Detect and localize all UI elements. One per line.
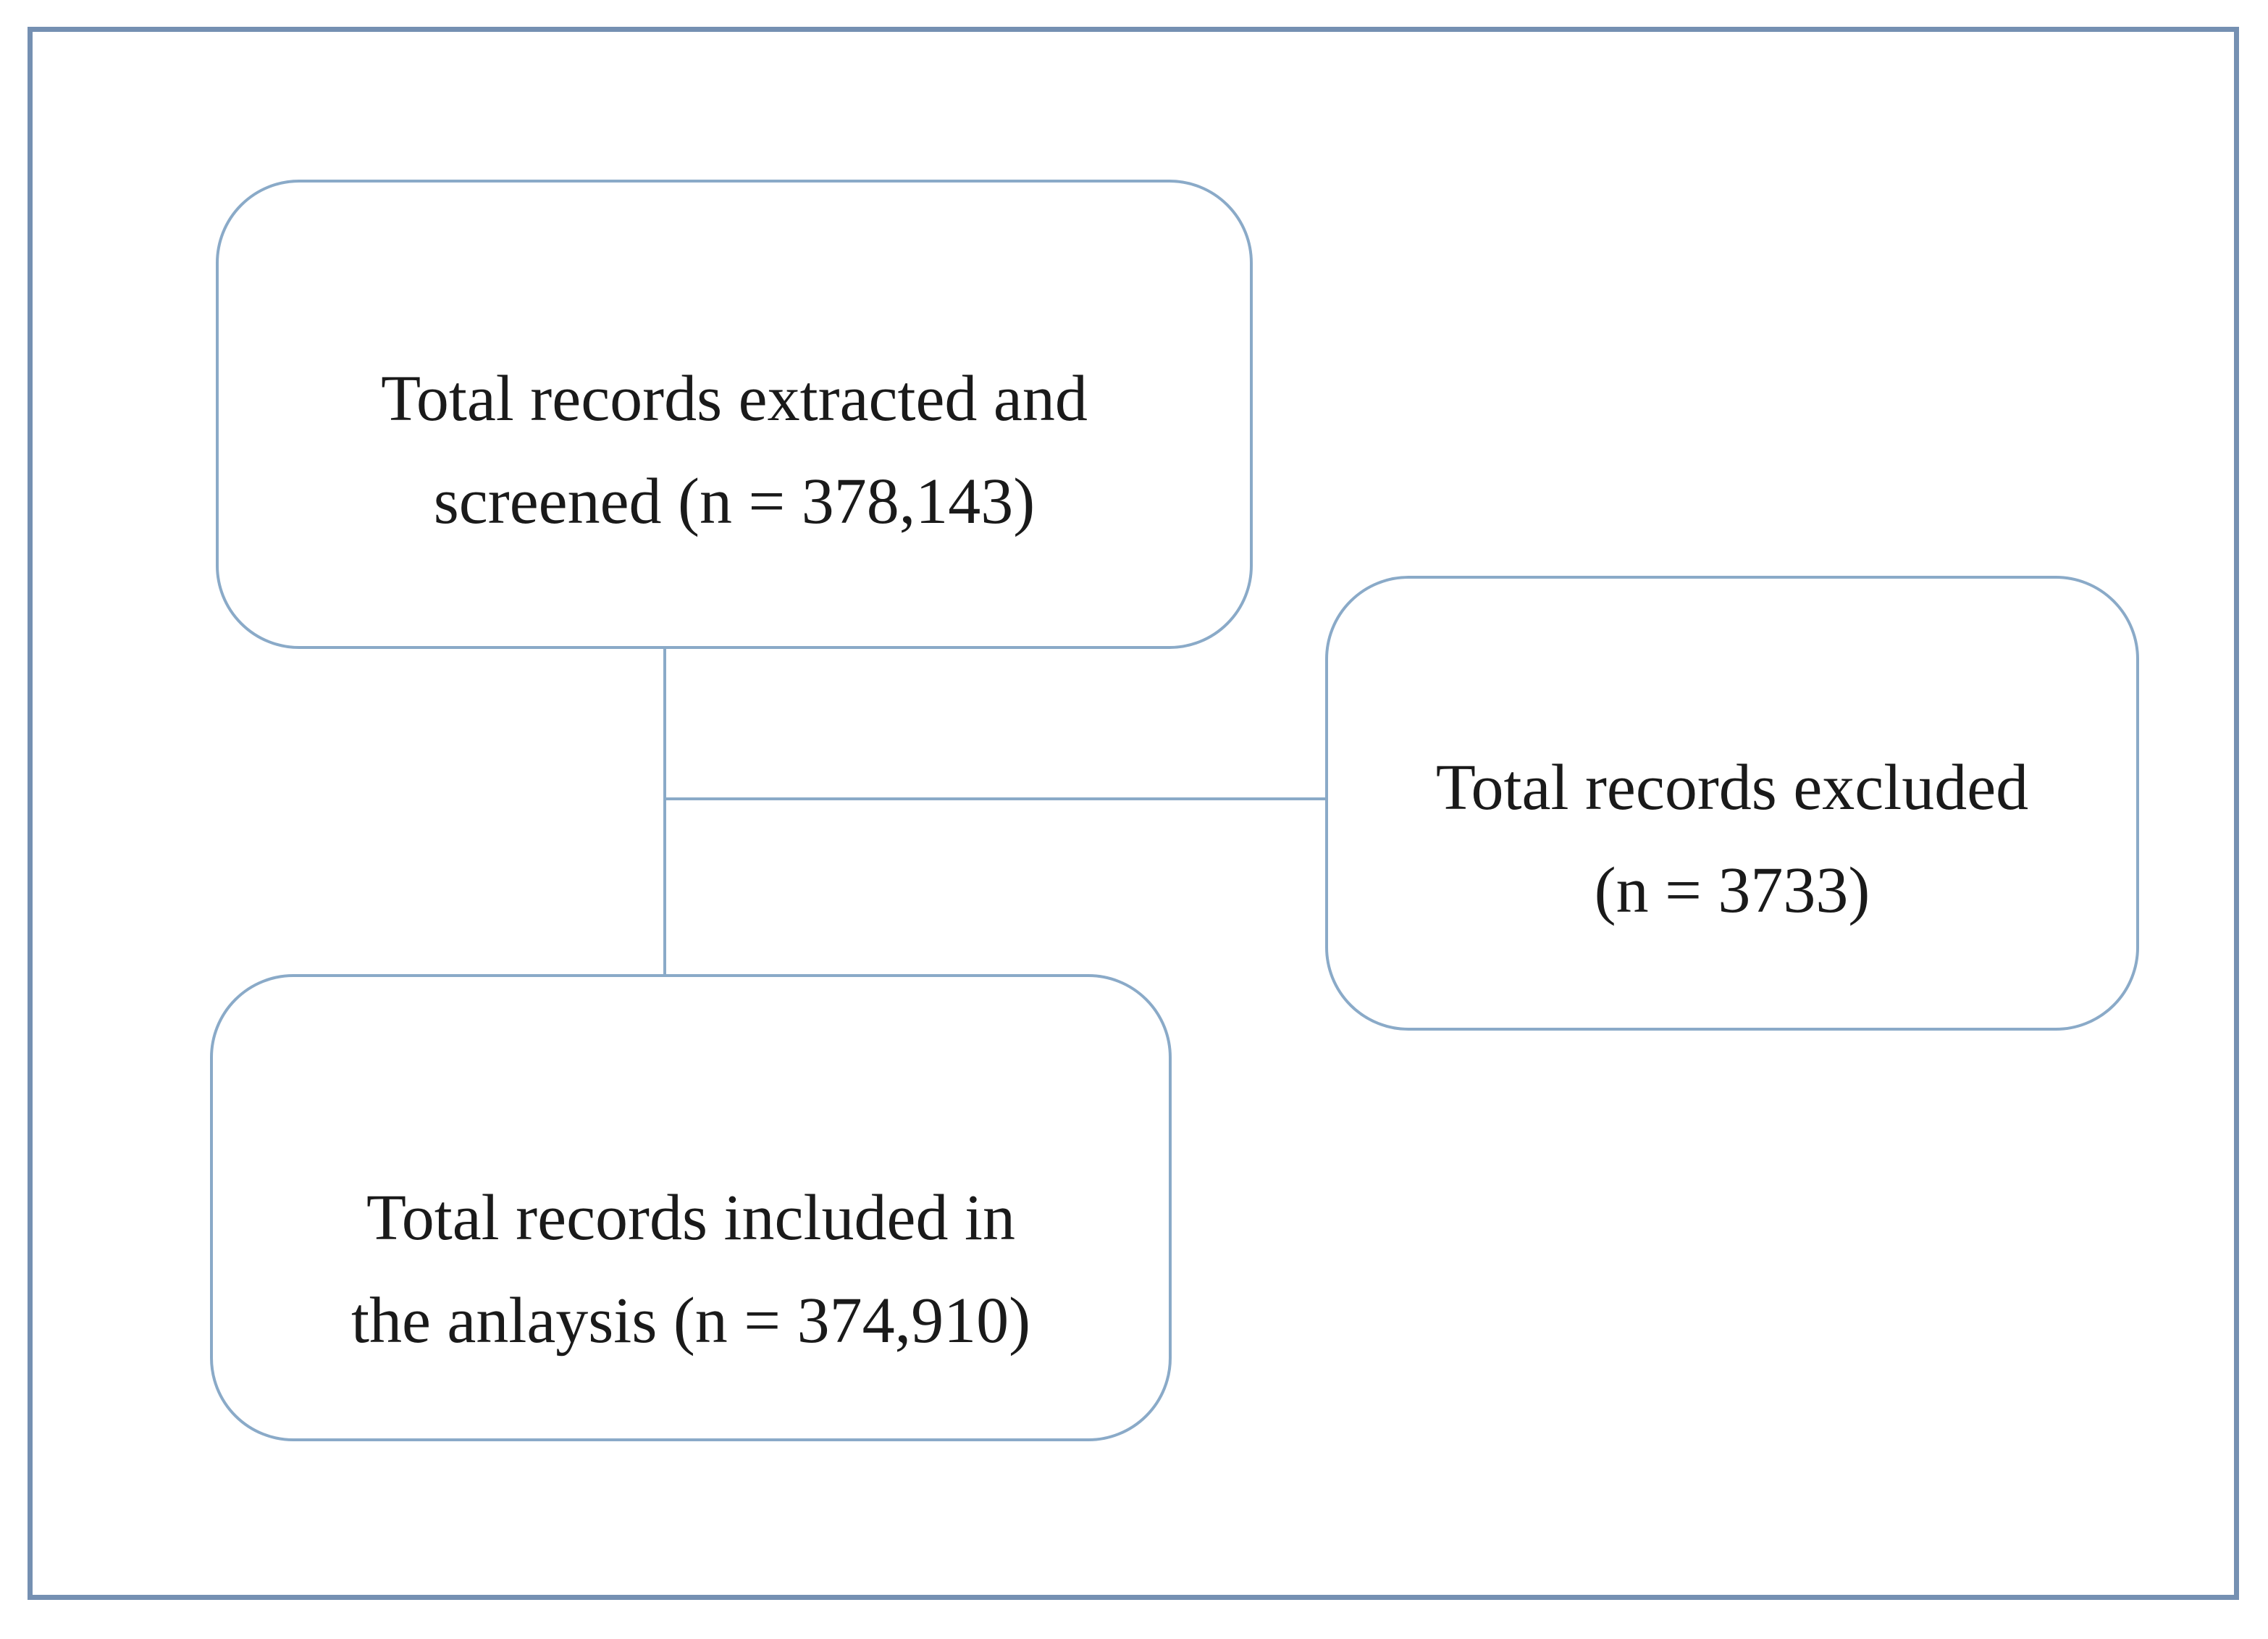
node-total-records-included: Total records included in the anlaysis (…: [210, 974, 1172, 1441]
node-total-records-excluded-line2: (n = 3733): [1594, 855, 1870, 926]
outer-border: [28, 27, 2239, 1600]
node-total-records-included-line2: the anlaysis (n = 374,910): [350, 1284, 1031, 1357]
node-total-records-excluded: Total records excluded (n = 3733): [1325, 576, 2139, 1031]
node-total-records-screened-line2: screened (n = 378,143): [433, 466, 1036, 537]
connector-screened-to-excluded: [663, 797, 1328, 800]
connector-screened-to-included: [663, 647, 666, 977]
node-total-records-screened: Total records extracted and screened (n …: [216, 180, 1253, 649]
node-total-records-included-line1: Total records included in: [366, 1181, 1015, 1254]
node-total-records-excluded-line1: Total records excluded: [1435, 752, 2029, 823]
node-total-records-screened-line1: Total records extracted and: [381, 363, 1088, 435]
